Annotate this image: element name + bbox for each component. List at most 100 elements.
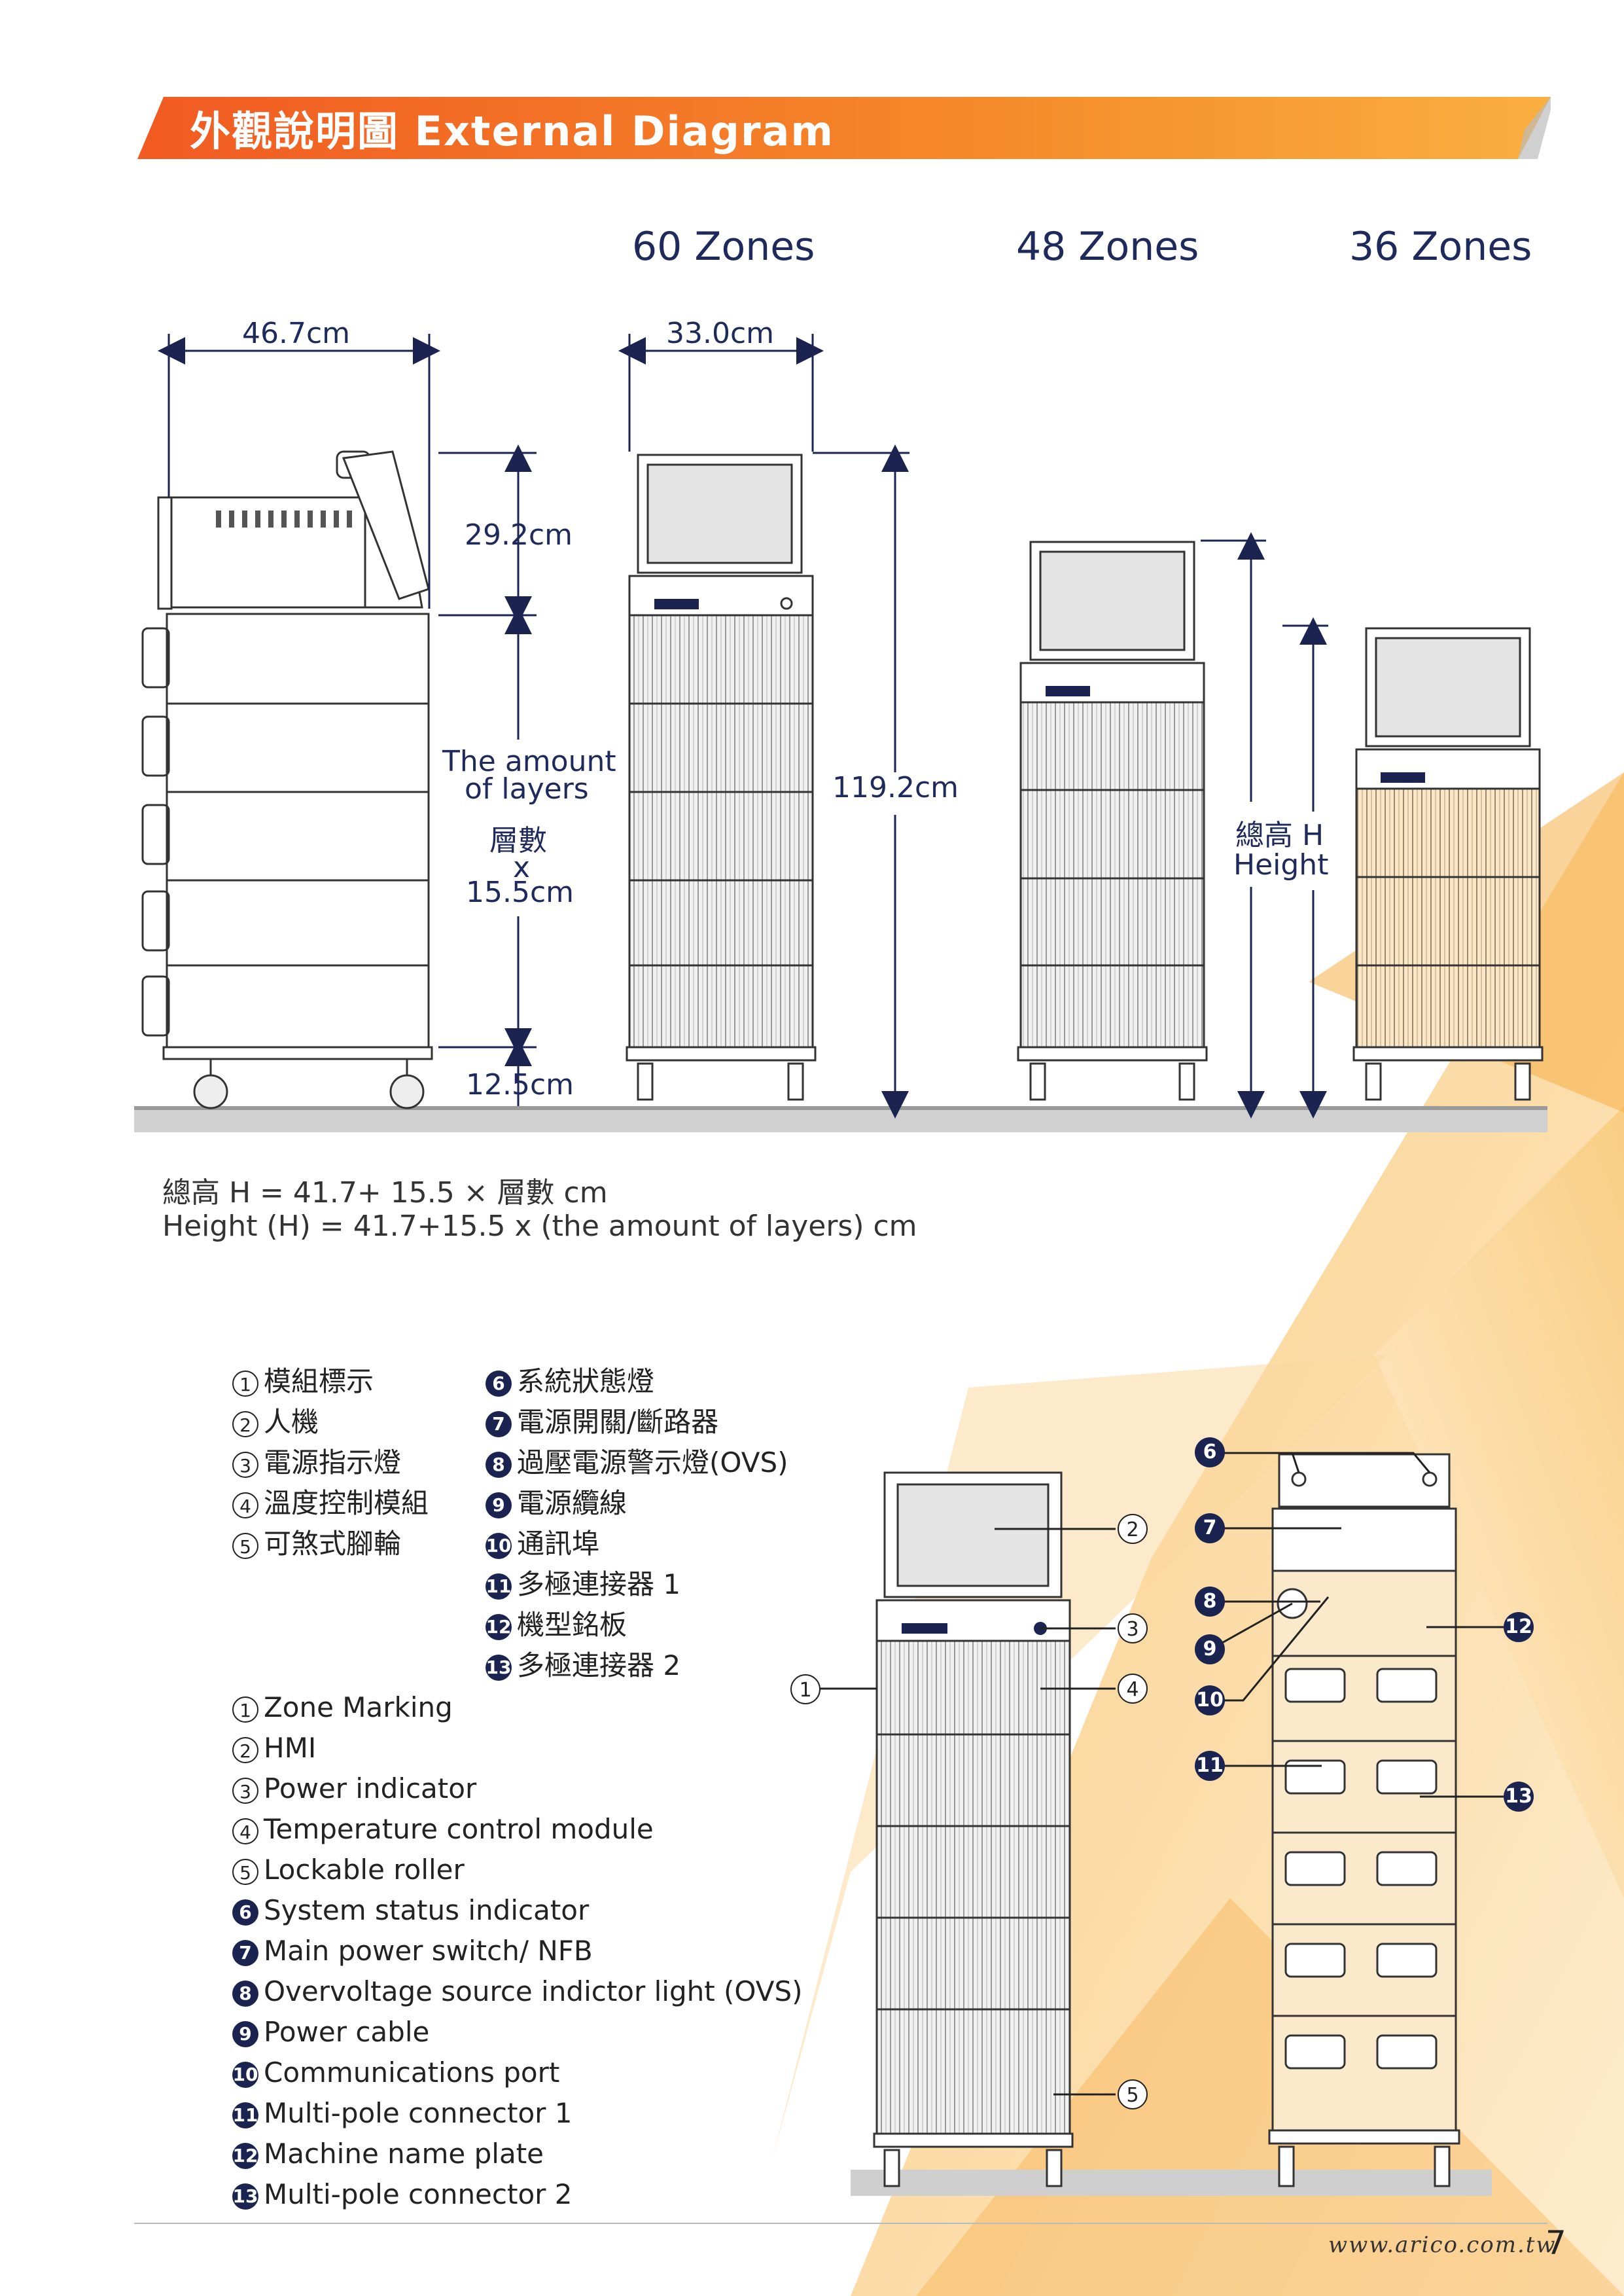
callout-badge: 12 [232, 2142, 258, 2169]
legend-label: System status indicator [264, 1894, 590, 1926]
callout-6: 6 [1195, 1437, 1225, 1467]
callout-badge: 3 [232, 1777, 258, 1804]
callout-badge: 6 [485, 1370, 512, 1397]
callout-badge: 3 [232, 1451, 258, 1478]
legend-label: Main power switch/ NFB [264, 1935, 593, 1967]
callout-3: 3 [1118, 1613, 1148, 1643]
legend-label: Power indicator [264, 1772, 477, 1804]
callout-badge: 5 [232, 1858, 258, 1885]
legend-label: Overvoltage source indictor light (OVS) [264, 1975, 803, 2007]
times-sign: x [513, 851, 531, 884]
legend-label: HMI [264, 1732, 317, 1764]
callout-12: 12 [1504, 1612, 1534, 1642]
callout-badge: 11 [232, 2102, 258, 2128]
callout-7: 7 [1195, 1513, 1225, 1543]
legend-label: 系統狀態燈 [517, 1365, 655, 1397]
legend-label: 可煞式腳輪 [264, 1528, 402, 1560]
callout-badge: 5 [232, 1532, 258, 1559]
callout-badge: 6 [232, 1899, 258, 1926]
callout-5: 5 [1118, 2079, 1148, 2109]
footer-rule [134, 2223, 1547, 2224]
legend-label: 模組標示 [264, 1365, 374, 1397]
callout-badge: 9 [485, 1492, 512, 1518]
legend-label: Zone Marking [264, 1691, 453, 1723]
height-formula-en: Height (H) = 41.7+15.5 x (the amount of … [162, 1210, 917, 1243]
callout-badge: 2 [232, 1410, 258, 1437]
callout-badge: 7 [485, 1410, 512, 1437]
layers-label-en2: of layers [465, 772, 589, 806]
legend-label: 多極連接器 2 [517, 1649, 681, 1681]
width-dimension: 33.0cm [666, 317, 775, 350]
page-title: 外觀說明圖 External Diagram [190, 107, 834, 155]
legend-label: 電源纜線 [517, 1487, 627, 1519]
legend-label: 機型銘板 [517, 1609, 627, 1641]
callout-badge: 9 [232, 2020, 258, 2047]
legend-label: Communications port [264, 2056, 560, 2089]
legend-label: 溫度控制模組 [264, 1487, 429, 1519]
callout-13: 13 [1504, 1782, 1534, 1812]
height-formula-zh: 總高 H = 41.7+ 15.5 × 層數 cm [162, 1176, 608, 1210]
callout-badge: 1 [232, 1696, 258, 1723]
callout-badge: 7 [232, 1939, 258, 1966]
callout-11: 11 [1195, 1751, 1225, 1781]
legend-label: 電源開關/斷路器 [517, 1406, 719, 1438]
callout-10: 10 [1195, 1685, 1225, 1715]
header-banner [137, 97, 1551, 159]
legend-label: Machine name plate [264, 2138, 544, 2170]
zone-heading-36: 36 Zones [1349, 224, 1532, 270]
callout-badge: 4 [232, 1818, 258, 1844]
callout-badge: 10 [232, 2061, 258, 2088]
base-height-dimension: 12.5cm [466, 1068, 574, 1102]
callout-badge: 2 [232, 1736, 258, 1763]
dimension-diagram [134, 334, 1547, 1132]
callout-1: 1 [790, 1674, 821, 1704]
zone-heading-48: 48 Zones [1016, 224, 1199, 270]
callout-badge: 11 [485, 1573, 512, 1600]
callout-badge: 8 [232, 1980, 258, 2007]
page-number: 7 [1545, 2224, 1566, 2262]
website-url[interactable]: www.arico.com.tw [1328, 2232, 1557, 2258]
hmi-height-dimension: 29.2cm [465, 518, 573, 552]
height-label-zh: 總高 H [1235, 819, 1324, 852]
callout-badge: 13 [485, 1654, 512, 1681]
legend-label: Multi-pole connector 2 [264, 2178, 573, 2210]
callout-badge: 8 [485, 1451, 512, 1478]
legend-label: Multi-pole connector 1 [264, 2097, 573, 2129]
callout-9: 9 [1195, 1634, 1225, 1664]
layers-label-zh: 層數 [489, 824, 547, 857]
callout-8: 8 [1195, 1587, 1225, 1617]
depth-dimension: 46.7cm [242, 317, 351, 350]
layer-height-dimension: 15.5cm [466, 876, 574, 909]
callout-badge: 1 [232, 1370, 258, 1397]
callout-2: 2 [1118, 1514, 1148, 1544]
legend-label: Temperature control module [264, 1813, 654, 1845]
callout-badge: 10 [485, 1532, 512, 1559]
height-label-en: Height [1233, 848, 1329, 882]
legend-label: 通訊埠 [517, 1528, 600, 1560]
callout-badge: 12 [485, 1613, 512, 1640]
callout-4: 4 [1118, 1674, 1148, 1704]
